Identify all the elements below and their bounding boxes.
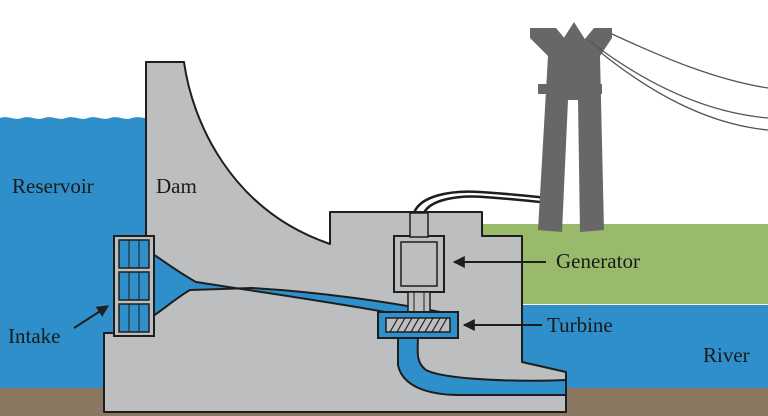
- grass-bank: [480, 224, 768, 304]
- turbine: [377, 311, 459, 339]
- power-line-icon: [587, 39, 768, 119]
- generator: [393, 212, 445, 293]
- turbine-label: Turbine: [547, 313, 613, 337]
- dam-label: Dam: [156, 174, 197, 198]
- turbine-shaft: [407, 291, 431, 313]
- intake-arrow: [73, 305, 110, 329]
- reservoir-water: [0, 117, 146, 400]
- generator-label: Generator: [556, 249, 640, 273]
- intake-grate: [113, 235, 155, 337]
- transmission-tower-icon: [530, 22, 612, 232]
- power-line-2: [599, 51, 768, 131]
- reservoir-label: Reservoir: [12, 174, 94, 198]
- power-cable: [412, 190, 549, 214]
- power-cable-2: [422, 195, 549, 214]
- dam-body: [103, 61, 567, 413]
- penstock: [149, 251, 567, 396]
- river-label: River: [703, 343, 750, 367]
- intake-label: Intake: [8, 324, 61, 348]
- power-line-3: [611, 33, 768, 89]
